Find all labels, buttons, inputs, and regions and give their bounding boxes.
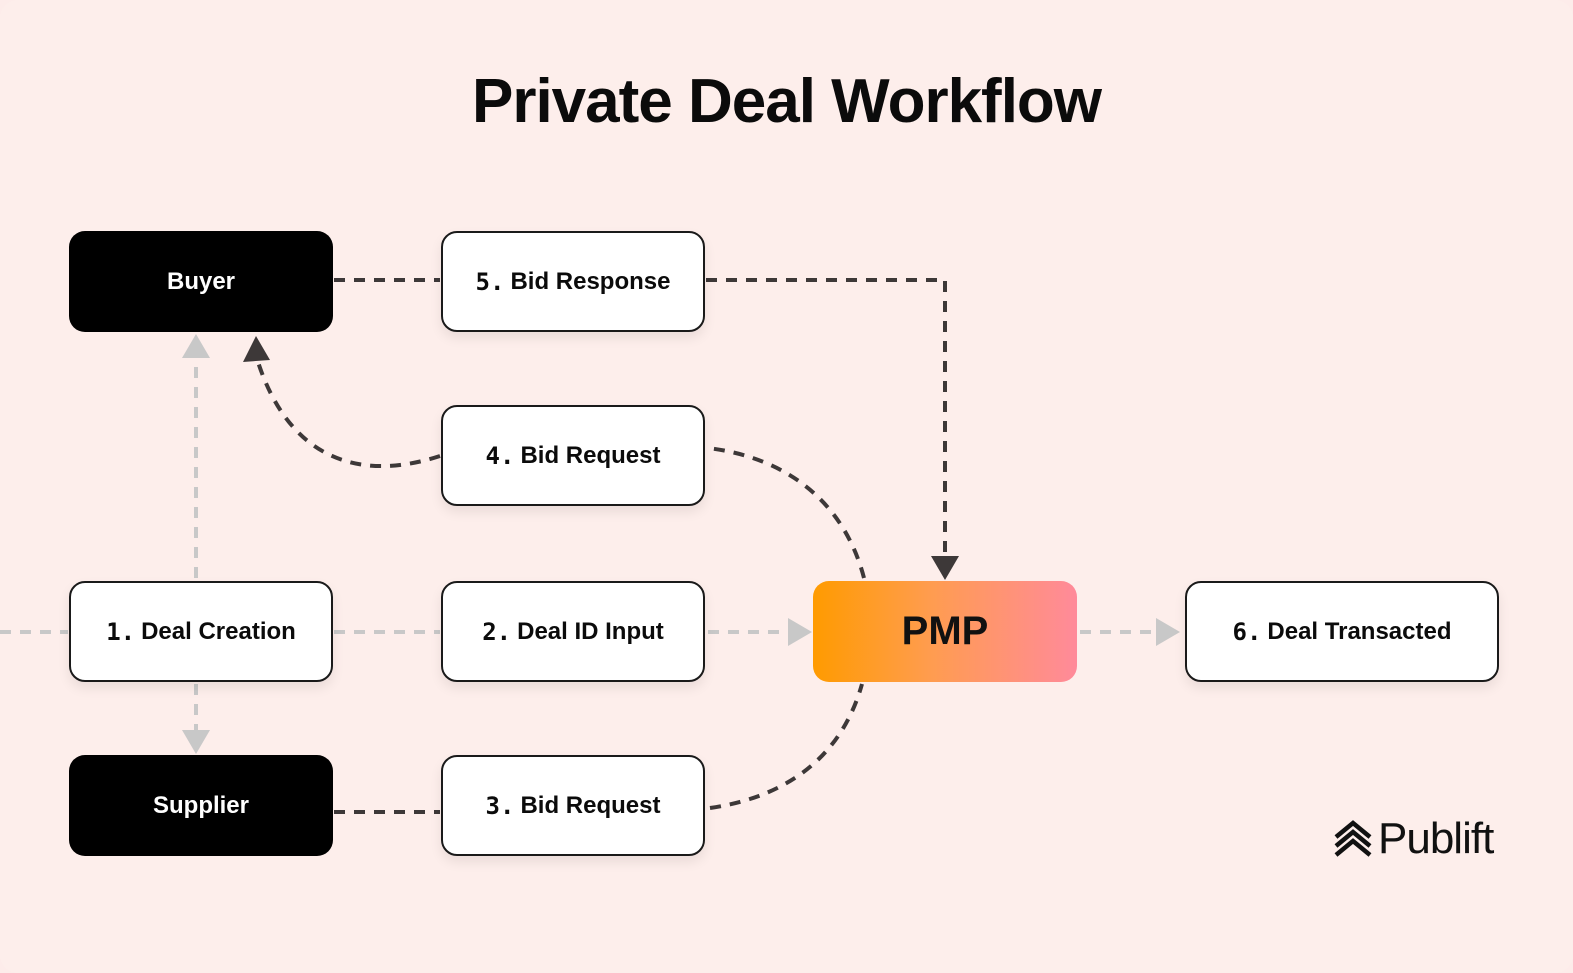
deal-creation-node: 1. Deal Creation (69, 581, 333, 682)
pmp-label: PMP (901, 609, 989, 653)
step-label: Bid Response (510, 267, 671, 295)
connector-bid-request-3-to-pmp (709, 683, 864, 810)
arrowhead-bid-request-to-buyer (243, 336, 270, 362)
supplier-label: Supplier (152, 791, 249, 819)
arrowhead-to-supplier (182, 730, 210, 754)
connector-bid-request-4-to-buyer (256, 361, 441, 469)
deal-id-input-node: 2. Deal ID Input (441, 581, 705, 682)
arrowhead-to-buyer-light (182, 334, 210, 358)
deal-transacted-node: 6. Deal Transacted (1185, 581, 1499, 682)
supplier-node: Supplier (69, 755, 333, 856)
step-number: 3. (485, 791, 515, 820)
publift-chevrons-icon (1334, 820, 1372, 857)
arrowhead-to-deal-transacted (1156, 618, 1180, 646)
step-label: Bid Request (520, 441, 661, 469)
bid-request-4-node: 4. Bid Request (441, 405, 705, 506)
step-number: 5. (475, 267, 505, 296)
step-number: 2. (482, 617, 512, 646)
buyer-node: Buyer (69, 231, 333, 332)
step-label: Deal Transacted (1267, 617, 1452, 645)
step-label: Bid Request (520, 791, 661, 819)
connector-bid-response-to-pmp (706, 278, 947, 556)
connector-pmp-to-bid-request-4 (707, 446, 866, 579)
step-number: 4. (485, 441, 515, 470)
buyer-label: Buyer (166, 267, 236, 295)
bid-request-3-node: 3. Bid Request (441, 755, 705, 856)
step-label: Deal ID Input (517, 617, 664, 645)
step-label: Deal Creation (141, 617, 296, 645)
pmp-node: PMP (813, 581, 1077, 682)
arrowhead-to-pmp (788, 618, 812, 646)
diagram-title: Private Deal Workflow (471, 67, 1102, 136)
publift-logo: Publift (1332, 812, 1494, 866)
logo-text: Publift (1378, 814, 1494, 863)
arrowhead-bid-response-to-pmp (931, 556, 959, 580)
step-number: 1. (106, 617, 136, 646)
step-number: 6. (1232, 617, 1262, 646)
bid-response-node: 5. Bid Response (441, 231, 705, 332)
